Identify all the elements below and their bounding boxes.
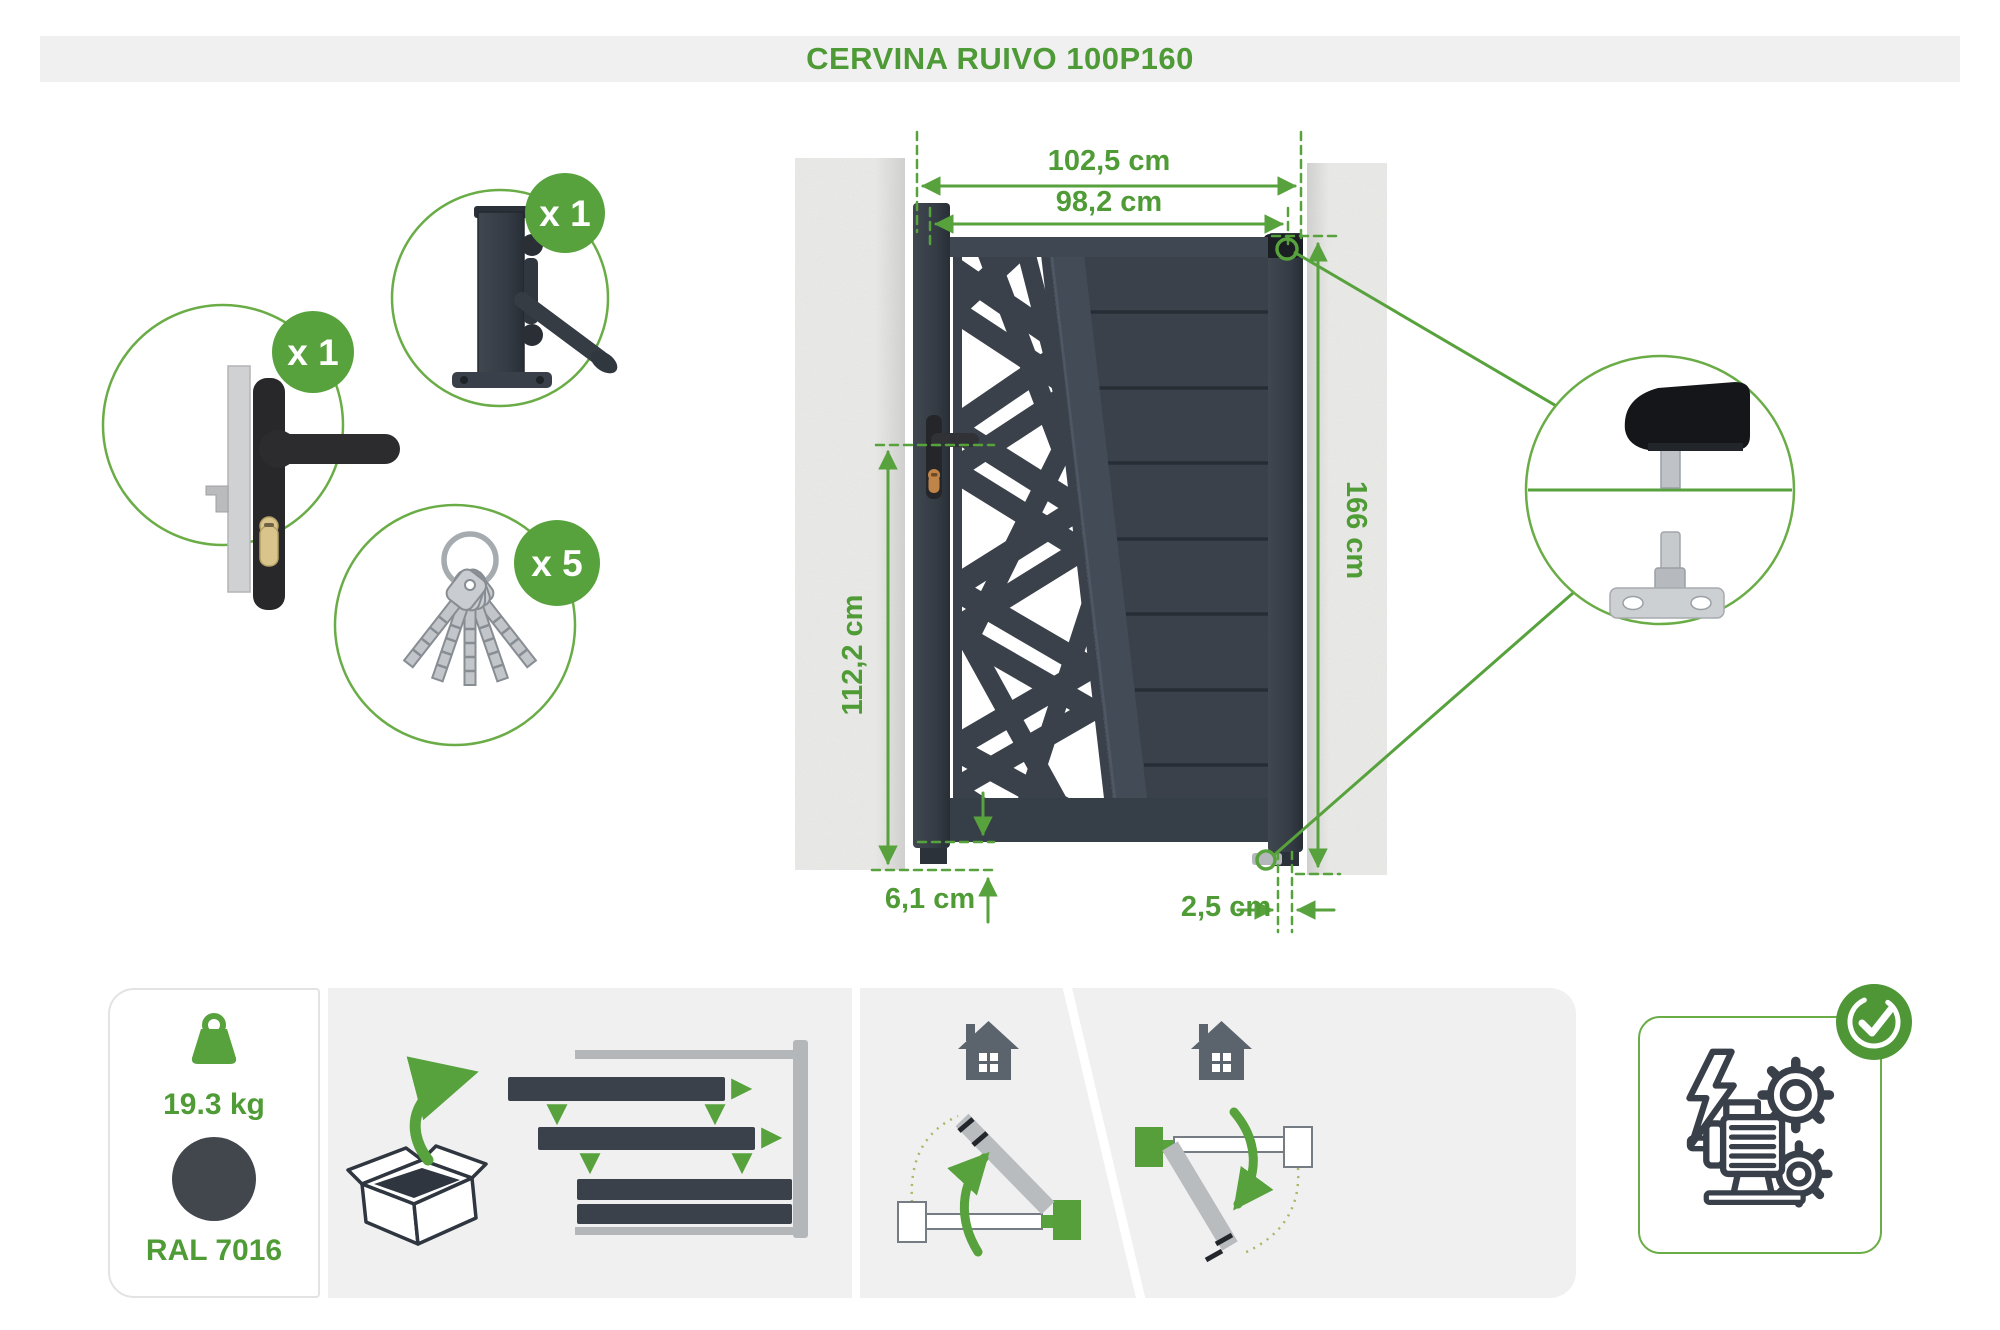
- closed-gate-outline: [1173, 1136, 1285, 1153]
- lightning-icon: [1685, 1048, 1737, 1148]
- swing-right-diagram: [1135, 1019, 1313, 1263]
- unbox-arrow-icon: [406, 1056, 479, 1166]
- gate: [913, 203, 1303, 866]
- gate-top-rail: [950, 237, 1268, 257]
- gate-left-post: [913, 203, 950, 864]
- weight-icon: [191, 1013, 237, 1064]
- keys-qty-badge: x 5: [514, 520, 600, 606]
- frame-rails: [575, 1040, 808, 1238]
- post-outline: [897, 1201, 927, 1243]
- box-icon: [346, 1144, 488, 1246]
- swing-arc: [910, 1114, 959, 1203]
- motor-body: [1686, 1099, 1806, 1205]
- hinge-tick: [957, 1117, 975, 1133]
- hinge-tick: [971, 1131, 989, 1147]
- open-gate-leaf: [1162, 1141, 1238, 1251]
- swing-arc: [1241, 1167, 1300, 1256]
- dimension-annotations: 102,5 cm 98,2 cm 166 cm 112,2 cm: [837, 130, 1372, 934]
- swing-left-diagram: [897, 1019, 1081, 1257]
- gate-bottom-rail: [950, 798, 1268, 842]
- dim-hinge-gap: 2,5 cm: [1181, 850, 1336, 934]
- dim-ground-clearance: 6,1 cm: [885, 791, 998, 924]
- title-bar: CERVINA RUIVO 100P160: [40, 36, 1960, 82]
- dim-total-height: 166 cm: [1270, 234, 1372, 876]
- assembly-diagram: [346, 1040, 808, 1246]
- weight-color-card: 19.3 kg RAL 7016: [108, 988, 320, 1298]
- dim-total-height-label: 166 cm: [1340, 481, 1372, 579]
- gate-slats: [508, 1077, 792, 1224]
- gear-icon: [1756, 1056, 1834, 1134]
- assembly-card: [328, 988, 852, 1298]
- page-title: CERVINA RUIVO 100P160: [806, 41, 1194, 76]
- handle-qty-badge: x 1: [272, 311, 354, 393]
- hinge-tick: [1214, 1232, 1234, 1247]
- hinge-stub: [1042, 1215, 1054, 1228]
- check-icon: [1834, 982, 1914, 1062]
- house-icon: [956, 1019, 1021, 1082]
- dim-hinge-gap-label: 2,5 cm: [1181, 891, 1271, 923]
- motor-icon: [1685, 1048, 1834, 1208]
- keys-callout: x 5: [333, 503, 600, 747]
- hinge-tick: [1204, 1248, 1224, 1263]
- open-gate-leaf: [955, 1113, 1055, 1215]
- hinge-detail-callout: [1524, 354, 1796, 626]
- swing-arrow-icon: [947, 1152, 990, 1257]
- motorisation-card: [1638, 1016, 1882, 1254]
- swing-direction-card: [860, 988, 1576, 1298]
- dim-leaf-width: 98,2 cm: [928, 186, 1290, 250]
- bottom-hinge-marker: [1255, 849, 1277, 871]
- keys-qty-label: x 5: [531, 543, 582, 584]
- handle-qty-label: x 1: [287, 332, 338, 373]
- dim-outer-width-label: 102,5 cm: [1048, 145, 1171, 177]
- gate-latch-icon: [452, 206, 618, 388]
- latch-callout: x 1: [390, 173, 618, 408]
- handle-callout: x 1: [101, 303, 400, 610]
- dim-leaf-width-label: 98,2 cm: [1056, 186, 1162, 218]
- hinge-top-cap-icon: [1624, 382, 1750, 489]
- dim-lock-height-label: 112,2 cm: [837, 595, 869, 716]
- swing-direction-diagrams: [897, 988, 1313, 1298]
- hinge-floor-pivot-icon: [1609, 531, 1725, 619]
- pillar-green: [1135, 1127, 1163, 1167]
- swing-arrow-icon: [1229, 1107, 1274, 1211]
- gate-decorative-panel: [953, 237, 1118, 841]
- gate-slat-panel: [1048, 237, 1268, 842]
- keys-icon: [402, 531, 538, 686]
- dim-lock-height: 112,2 cm: [837, 443, 996, 872]
- weight-value: 19.3 kg: [163, 1088, 265, 1121]
- top-hinge-marker: [1275, 237, 1299, 261]
- house-icon: [1189, 1019, 1254, 1082]
- dim-ground-clearance-label: 6,1 cm: [885, 883, 975, 915]
- door-handle-icon: [205, 365, 400, 610]
- assembly-arrows: [546, 1078, 783, 1175]
- latch-qty-label: x 1: [539, 193, 590, 234]
- post-outline: [1283, 1126, 1313, 1168]
- panel-divider: [1062, 988, 1146, 1298]
- dim-outer-width: 102,5 cm: [915, 130, 1303, 240]
- color-swatch: [172, 1137, 256, 1221]
- closed-gate-outline: [925, 1213, 1043, 1230]
- gate-handle-icon: [926, 415, 979, 499]
- latch-qty-badge: x 1: [525, 173, 605, 253]
- gate-right-post: [1263, 233, 1303, 866]
- pillar-green: [1053, 1200, 1081, 1240]
- color-name: RAL 7016: [145, 1234, 283, 1267]
